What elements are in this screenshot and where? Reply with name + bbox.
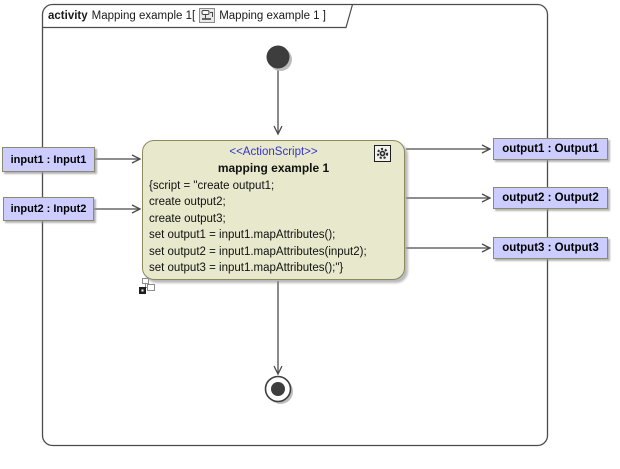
script-line: set output1 = input1.mapAttributes(); xyxy=(149,229,336,242)
output-pin-output2[interactable]: output2 : Output2 xyxy=(493,187,608,209)
action-script-body: {script = "create output1; create output… xyxy=(149,178,404,276)
output-pin-output3[interactable]: output3 : Output3 xyxy=(493,237,608,259)
initial-node[interactable] xyxy=(266,45,293,72)
input-pin-input1[interactable]: input1 : Input1 xyxy=(2,147,95,172)
input-pin-input2[interactable]: input2 : Input2 xyxy=(3,197,94,221)
script-line: set output3 = input1.mapAttributes();"} xyxy=(149,262,344,275)
input-pin-label: input1 : Input1 xyxy=(10,153,87,166)
script-line: set output2 = input1.mapAttributes(input… xyxy=(149,245,367,258)
output-pin-label: output2 : Output2 xyxy=(502,192,599,204)
activity-frame-border[interactable] xyxy=(41,3,549,447)
activity-final-node[interactable] xyxy=(264,375,294,405)
action-name: mapping example 1 xyxy=(217,161,330,175)
frame-name: Mapping example 1[ xyxy=(91,9,196,22)
frame-keyword: activity xyxy=(48,9,88,22)
frame-diagram-name: Mapping example 1 ] xyxy=(219,9,326,22)
script-line: create output2; xyxy=(149,196,226,209)
activity-diagram-icon xyxy=(199,8,216,23)
frame-title-pentagon xyxy=(42,4,354,29)
output-pin-label: output1 : Output1 xyxy=(502,143,599,155)
script-line: {script = "create output1; xyxy=(149,180,275,192)
action-node-mapping-example-1[interactable]: <<ActionScript>> mapping example 1 {scri… xyxy=(139,140,405,294)
action-stereotype: <<ActionScript>> xyxy=(229,146,318,158)
rake-structure-icon xyxy=(138,277,156,295)
output-pin-label: output3 : Output3 xyxy=(502,242,599,254)
script-line: create output3; xyxy=(149,212,226,225)
output-pin-output1[interactable]: output1 : Output1 xyxy=(493,138,608,160)
gear-icon xyxy=(374,145,391,162)
input-pin-label: input2 : Input2 xyxy=(10,203,87,215)
frame-title: activity Mapping example 1[ Mapping exam… xyxy=(48,6,326,25)
